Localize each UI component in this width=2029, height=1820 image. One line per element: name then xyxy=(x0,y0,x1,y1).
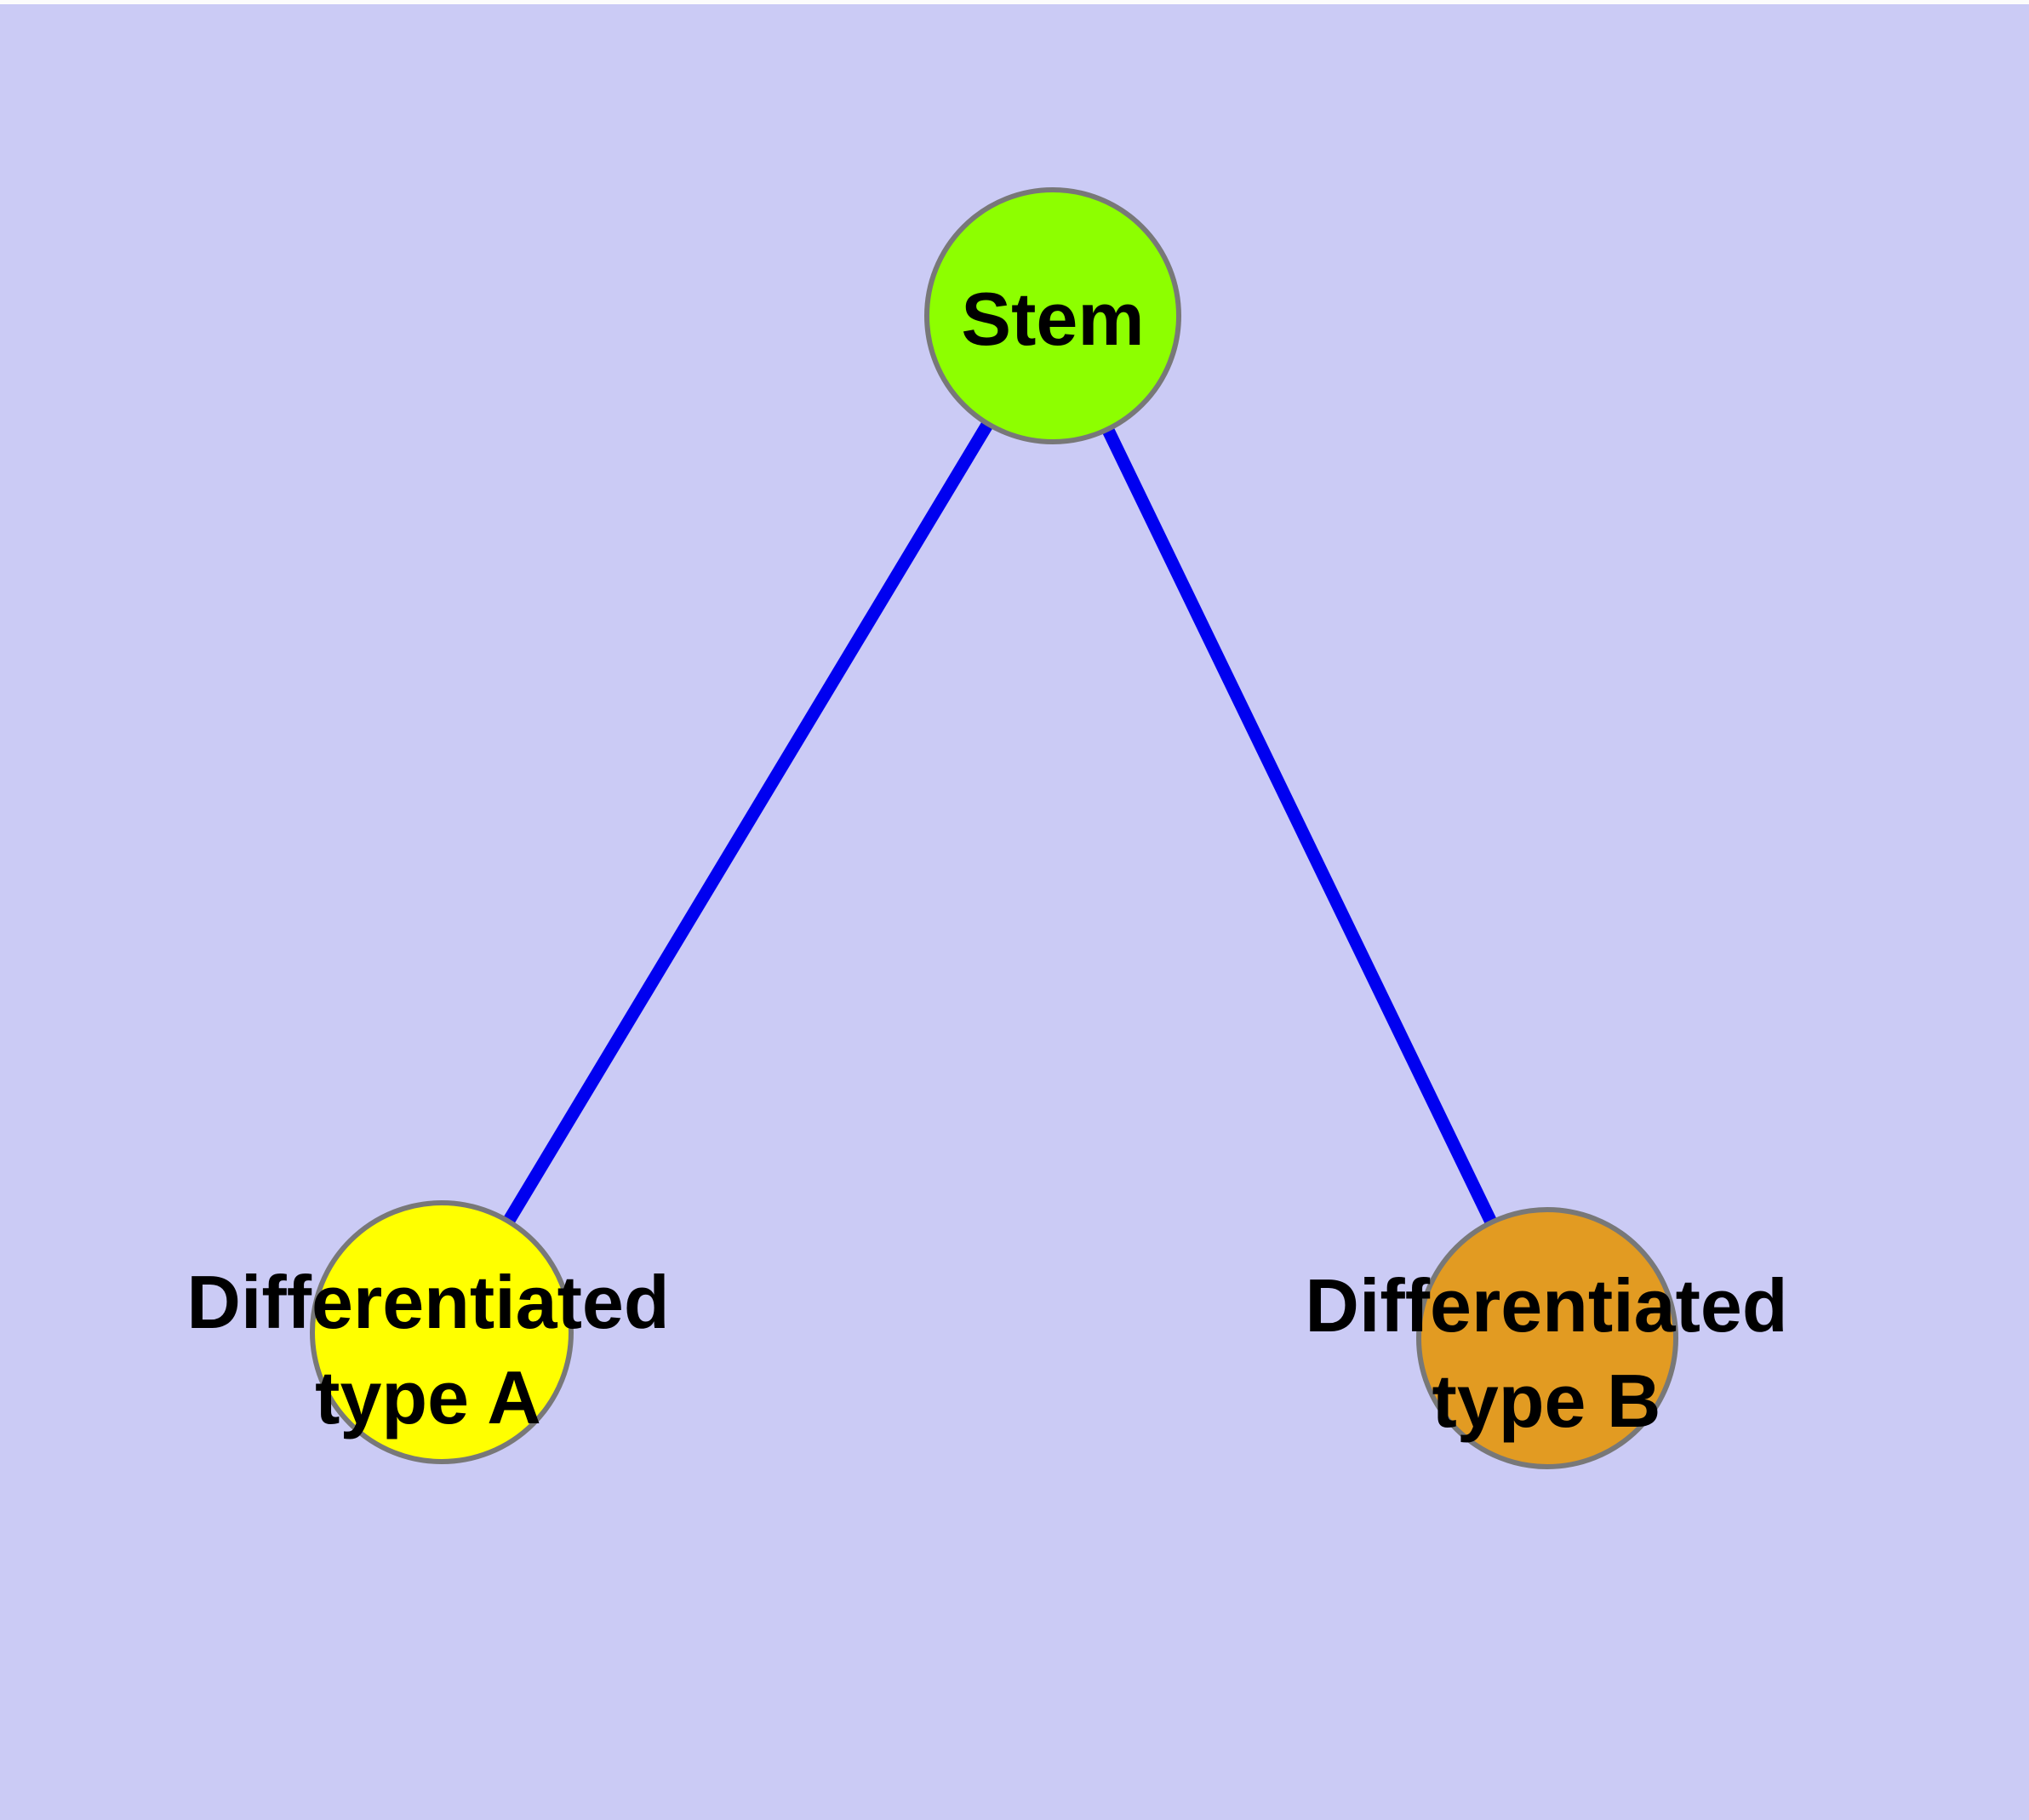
node-differentiated-type-a xyxy=(310,1200,574,1464)
node-differentiated-type-b-label: Differentiated type B xyxy=(1305,1258,1787,1449)
node-differentiated-type-a-label-line1: Differentiated xyxy=(186,1260,670,1344)
node-differentiated-type-b xyxy=(1416,1207,1678,1469)
node-differentiated-type-b-label-line1: Differentiated xyxy=(1305,1263,1788,1348)
edge-stem-to-typeB xyxy=(1047,312,1553,1342)
node-stem-label: Stem xyxy=(961,272,1144,367)
edge-stem-to-typeA xyxy=(436,312,1059,1336)
node-differentiated-type-a-label-line2: type A xyxy=(315,1355,541,1439)
top-margin xyxy=(0,0,2029,4)
node-differentiated-type-a-label: Differentiated type A xyxy=(186,1255,669,1445)
node-stem xyxy=(924,187,1181,444)
node-stem-label-line1: Stem xyxy=(961,277,1145,361)
node-differentiated-type-b-label-line2: type B xyxy=(1432,1359,1661,1443)
